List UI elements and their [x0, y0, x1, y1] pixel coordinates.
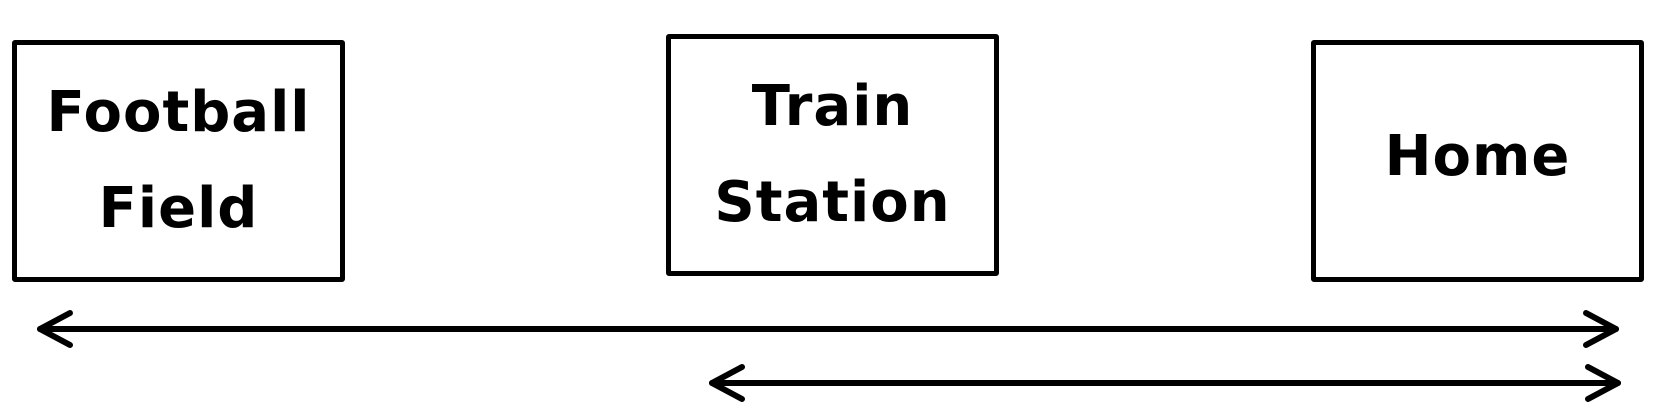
train-station-box: Train Station [666, 34, 999, 276]
train-station-label: Train Station [714, 74, 951, 235]
football-field-label: Football Field [46, 80, 311, 241]
arrowhead-right-icon [1585, 364, 1621, 402]
home-box: Home [1311, 40, 1644, 282]
arrow-train-station-to-home [709, 364, 1621, 402]
arrow-football-field-to-home [37, 310, 1619, 348]
arrowhead-left-icon [37, 310, 73, 348]
home-label: Home [1384, 124, 1571, 189]
arrowhead-left-icon [709, 364, 745, 402]
football-field-box: Football Field [12, 40, 345, 282]
arrowhead-right-icon [1583, 310, 1619, 348]
